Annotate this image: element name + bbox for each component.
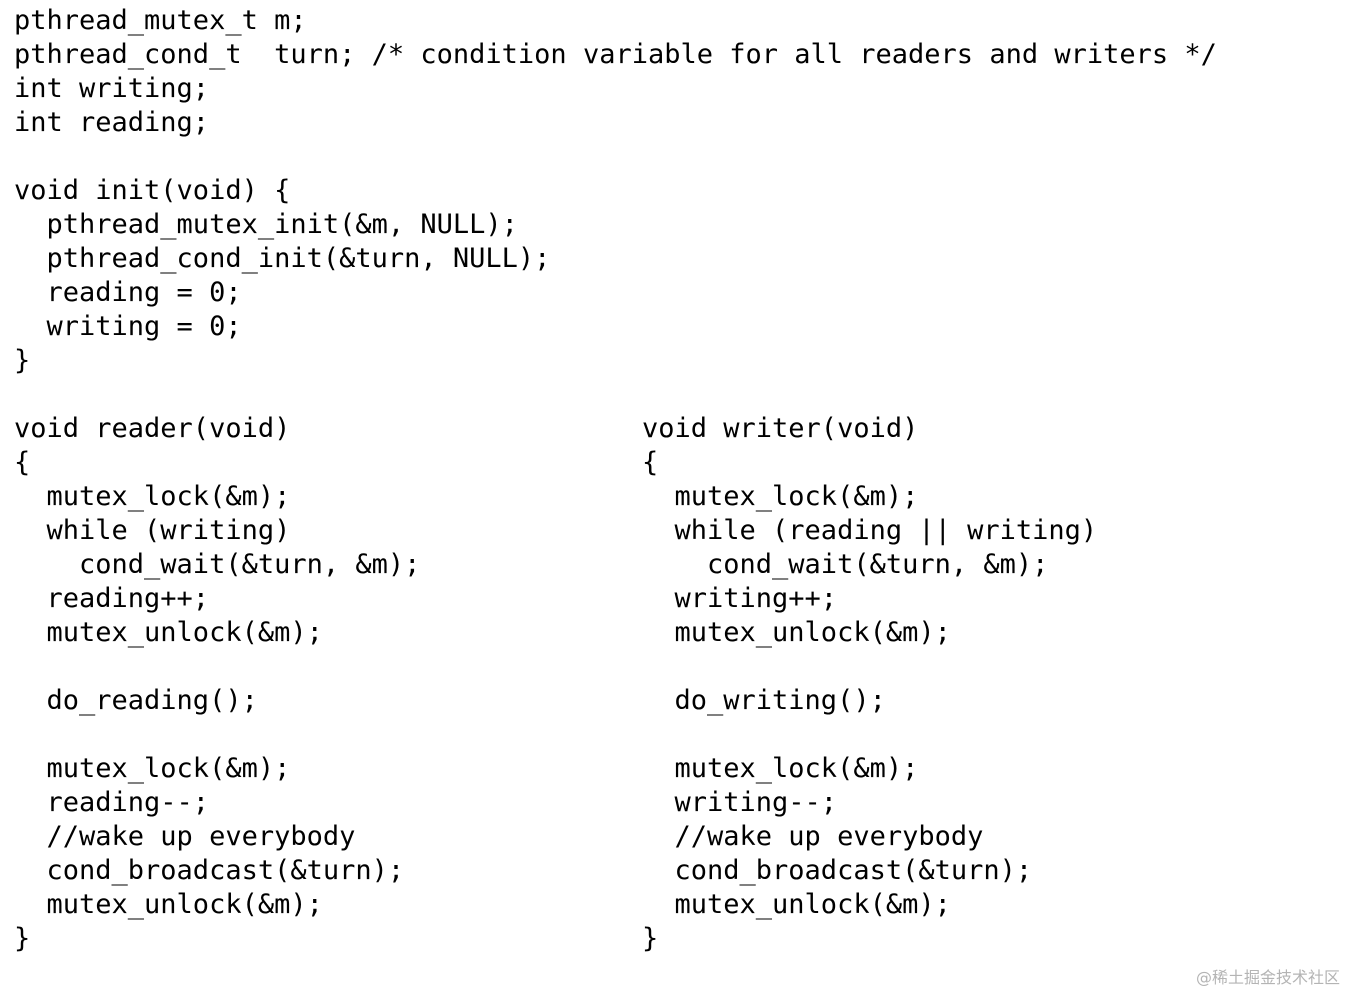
code-line: { xyxy=(14,447,31,478)
code-line xyxy=(14,718,420,752)
code-line: mutex_lock(&m); xyxy=(14,481,291,512)
code-line: } xyxy=(14,345,31,376)
code-line: pthread_cond_init(&turn, NULL); xyxy=(14,243,551,274)
code-line: mutex_lock(&m); xyxy=(642,481,919,512)
code-line: while (writing) xyxy=(14,515,291,546)
code-line: void reader(void) xyxy=(14,413,291,444)
code-line: //wake up everybody xyxy=(642,821,984,852)
code-line: cond_broadcast(&turn); xyxy=(14,855,405,886)
code-line: void init(void) { xyxy=(14,175,291,206)
code-line xyxy=(642,718,1097,752)
code-line: while (reading || writing) xyxy=(642,515,1098,546)
code-line: do_writing(); xyxy=(642,685,886,716)
code-line: pthread_mutex_t m; xyxy=(14,5,307,36)
code-line: do_reading(); xyxy=(14,685,258,716)
writer-function-code: void writer(void){ mutex_lock(&m); while… xyxy=(642,412,1097,956)
code-line: writing--; xyxy=(642,787,838,818)
code-line: void writer(void) xyxy=(642,413,919,444)
code-line: writing++; xyxy=(642,583,838,614)
code-line: cond_wait(&turn, &m); xyxy=(642,549,1049,580)
watermark: @稀土掘金技术社区 xyxy=(1195,968,1340,987)
code-line: //wake up everybody xyxy=(14,821,356,852)
code-line: mutex_unlock(&m); xyxy=(14,617,323,648)
code-line: { xyxy=(642,447,659,478)
code-line xyxy=(14,650,420,684)
code-line: mutex_unlock(&m); xyxy=(642,889,951,920)
code-line: writing = 0; xyxy=(14,311,242,342)
reader-function-code: void reader(void){ mutex_lock(&m); while… xyxy=(14,412,420,956)
code-line: int writing; xyxy=(14,73,210,104)
code-line: int reading; xyxy=(14,107,210,138)
code-line xyxy=(14,140,1217,174)
globals-and-init-code: pthread_mutex_t m;pthread_cond_t turn; /… xyxy=(14,4,1217,378)
code-line: mutex_unlock(&m); xyxy=(642,617,951,648)
code-line: } xyxy=(14,923,31,954)
code-line: pthread_cond_t turn; /* condition variab… xyxy=(14,39,1217,70)
code-line: pthread_mutex_init(&m, NULL); xyxy=(14,209,518,240)
code-line: cond_broadcast(&turn); xyxy=(642,855,1033,886)
code-line: mutex_lock(&m); xyxy=(642,753,919,784)
code-line: mutex_lock(&m); xyxy=(14,753,291,784)
code-line: mutex_unlock(&m); xyxy=(14,889,323,920)
code-line: reading = 0; xyxy=(14,277,242,308)
code-line: reading--; xyxy=(14,787,210,818)
code-line: reading++; xyxy=(14,583,210,614)
code-line: cond_wait(&turn, &m); xyxy=(14,549,421,580)
code-line xyxy=(642,650,1097,684)
code-line: } xyxy=(642,923,659,954)
